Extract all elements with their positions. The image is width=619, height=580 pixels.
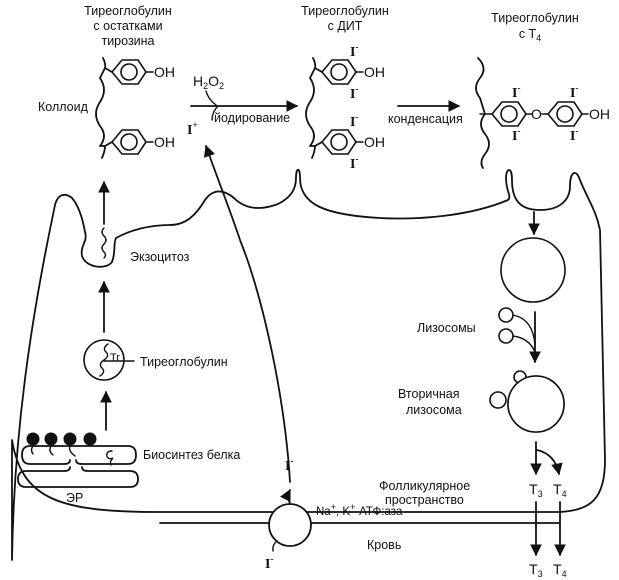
t4-blood-label: T4 [553,561,567,579]
tg-abbrev-label: Tr [110,352,120,364]
ribosome-icon [63,432,77,446]
ribosome-icon [26,432,40,446]
secondary-lysosome [489,370,565,433]
exocytosis-label: Экзоцитоз [130,250,190,264]
ribosome-icon [44,432,58,446]
iodide-label: I- [350,84,358,102]
t3-blood-label: T3 [529,561,543,579]
iodide-label: I- [570,126,578,144]
iodide-label: I- [285,456,293,474]
colloid-droplet [500,237,566,303]
label-tg-tyrosine: Тиреоглобулин с остатками тирозина [84,4,172,48]
ether-oxygen-label: O [531,106,542,122]
protein-biosynthesis-label: Биосинтез белка [143,448,240,462]
iodide-label: I- [570,83,578,101]
iodine-plus-label: I+ [187,120,198,138]
label-tg-t4: Тиреоглобулин с Т4 [491,11,579,43]
oh-label: OH [154,64,175,80]
thyroglobulin-label: Тиреоглобулин [140,355,228,369]
thyroglobulin-vesicle: Tr [83,339,135,381]
er-label: ЭР [66,491,83,505]
label-tg-dit: Тиреоглобулин с ДИТ [301,4,389,33]
oh-label: OH [364,134,385,150]
endoplasmic-reticulum [17,432,139,488]
dit-thyroglobulin-structure: OH I- I- OH I- I- [305,42,385,172]
atpase-label: Na+, K+-АТФ:аза [316,502,403,518]
secondary-lysosome-line2: лизосома [406,403,462,417]
ribosome-icon [83,432,97,446]
tyrosine-thyroglobulin-structure: OH OH [95,57,175,159]
t4-label: T4 [553,481,567,499]
thyroglobulin-squiggle-icon [101,227,107,259]
tg-dit-line2: с ДИТ [328,19,363,33]
follicular-space-line2: пространство [385,493,464,507]
tg-t4-line1: Тиреоглобулин [491,11,579,25]
t4-thyroglobulin-structure: O OH I- I- I- I- [475,57,610,169]
lysosomes-label: Лизосомы [417,321,476,335]
tg-tyrosine-line1: Тиреоглобулин [84,4,172,18]
colloid-label: Коллоид [38,100,89,114]
iodide-label: I- [512,83,520,101]
iodide-label: I- [512,126,520,144]
tg-t4-line2: с Т4 [519,27,541,43]
iodination-reaction: H2O2 йодирование I+ [187,73,299,138]
oh-label: OH [589,106,610,122]
iodide-label: I- [350,42,358,60]
iodide-label: I- [350,154,358,172]
tg-tyrosine-line3: тирозина [101,34,154,48]
iodide-transport-arrow [203,144,291,483]
iodide-label: I- [350,112,358,130]
lysosome-icon [498,328,514,344]
oh-label: OH [154,134,175,150]
condensation-label: конденсация [388,112,463,126]
oh-label: OH [364,64,385,80]
na-k-atpase-pump [268,488,312,552]
secondary-lysosome-line1: Вторичная [398,387,460,401]
tg-dit-line1: Тиреоглобулин [301,4,389,18]
lysosome-icon [498,307,514,323]
t3-label: T3 [529,481,543,499]
follicular-cell-membrane [11,168,606,561]
tg-tyrosine-line2: с остатками [93,19,162,33]
h2o2-label: H2O2 [193,73,224,91]
blood-label: Кровь [367,538,401,552]
iodide-blood-label: I- [265,554,273,572]
iodination-label: йодирование [214,111,290,125]
follicular-space-line1: Фолликулярное [379,479,470,493]
t4-release-arrow [536,449,563,476]
